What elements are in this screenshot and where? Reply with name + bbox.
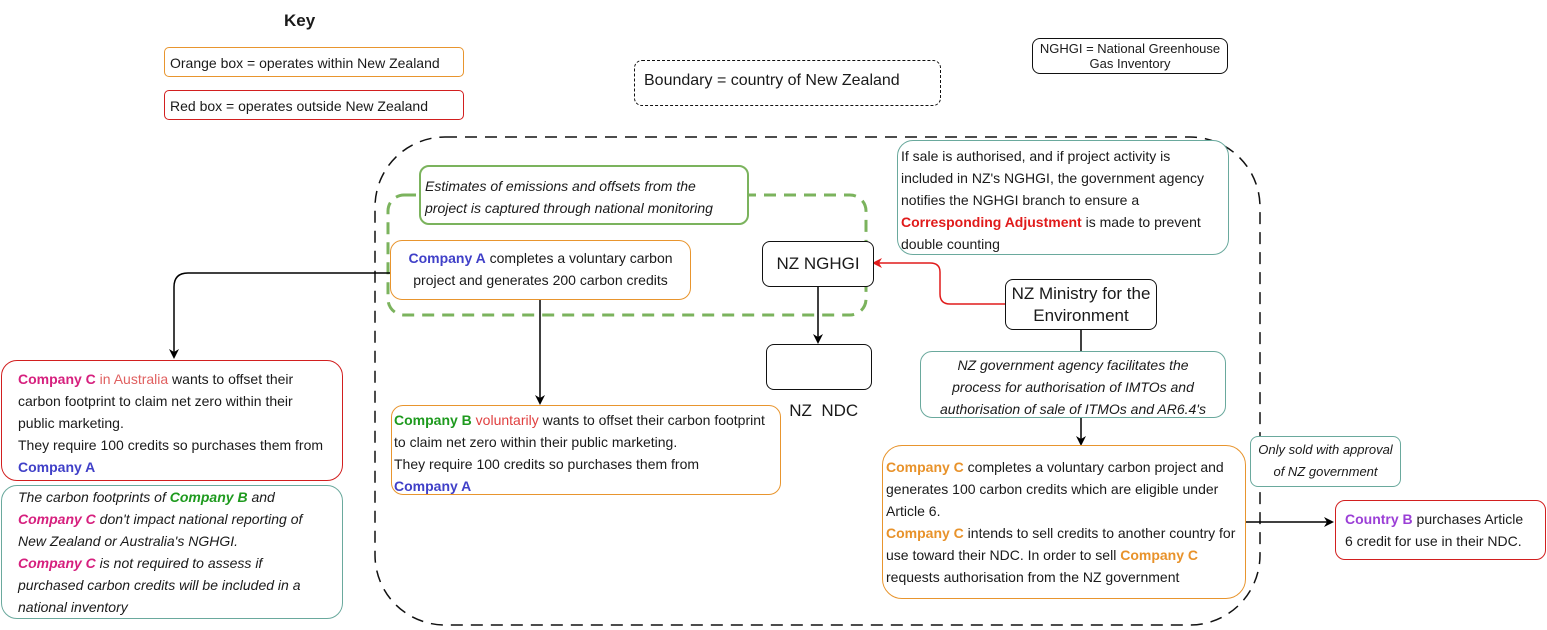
- agency-line2: process for authorisation of IMTOs and: [952, 379, 1194, 395]
- company-a-box: Company A completes a voluntary carbon p…: [390, 240, 691, 300]
- approval-line1: Only sold with approval: [1258, 442, 1393, 457]
- key-nghgi-line2: Gas Inventory: [1089, 56, 1171, 71]
- key-boundary-box: Boundary = country of New Zealand: [634, 60, 941, 106]
- company-c-aus-name: Company C: [18, 371, 96, 387]
- corresponding-adjustment-note: If sale is authorised, and if project ac…: [897, 140, 1229, 255]
- company-c-nz-box: Company C completes a voluntary carbon p…: [882, 445, 1246, 599]
- nz-ndc-box: NZ NDC: [766, 344, 872, 420]
- company-c-aus-location: in Australia: [95, 371, 169, 387]
- ca-text2: is made to prevent double counting: [901, 214, 1201, 252]
- country-b-box: Country B purchases Article 6 credit for…: [1335, 500, 1546, 560]
- company-c-nz-text3: requests authorisation from the NZ gover…: [886, 569, 1180, 585]
- company-c-nz-name1: Company C: [886, 459, 964, 475]
- company-c-aus-from: Company A: [18, 459, 96, 475]
- key-nghgi-line1: NGHGI = National Greenhouse: [1039, 41, 1221, 56]
- key-red-box: Red box = operates outside New Zealand: [164, 90, 464, 120]
- fp-t1: The carbon footprints of: [18, 489, 170, 505]
- company-b-text2: They require 100 credits so purchases th…: [394, 456, 700, 472]
- arrow-a-to-c-aus: [169, 272, 390, 359]
- company-c-nz-text2: intends to sell credits to another count…: [886, 525, 1236, 563]
- company-b-name: Company B: [394, 412, 472, 428]
- agency-note: NZ government agency facilitates the pro…: [920, 351, 1226, 418]
- monitoring-line2: project is captured through national mon…: [425, 200, 713, 216]
- company-c-aus-text1: wants to offset their carbon footprint t…: [18, 371, 294, 431]
- footprint-note: The carbon footprints of Company B and C…: [1, 485, 343, 619]
- fp-t3: don't impact national reporting of New Z…: [18, 511, 303, 549]
- arrow-ministry-to-nghgi: [872, 258, 1005, 305]
- agency-line1: NZ government agency facilitates the: [957, 357, 1189, 373]
- country-b-text1: purchases Article: [1412, 511, 1524, 527]
- company-b-text1: wants to offset their carbon footprint t…: [394, 412, 765, 450]
- company-c-aus-box: Company C in Australia wants to offset t…: [1, 360, 343, 481]
- company-a-text1: completes a voluntary carbon: [485, 250, 673, 266]
- approval-note: Only sold with approval of NZ government: [1250, 436, 1401, 487]
- company-c-aus-text2: They require 100 credits so purchases th…: [18, 437, 324, 453]
- fp-company-c-1: Company C: [18, 511, 96, 527]
- nz-nghgi-label: NZ NGHGI: [776, 254, 860, 273]
- fp-company-c-2: Company C: [18, 555, 96, 571]
- key-orange-box: Orange box = operates within New Zealand: [164, 47, 464, 77]
- fp-t2: and: [247, 489, 275, 505]
- company-c-nz-name2: Company C: [886, 525, 964, 541]
- country-b-name: Country B: [1345, 511, 1413, 527]
- agency-line3: authorisation of sale of ITMOs and AR6.4…: [940, 401, 1206, 417]
- ca-highlight: Corresponding Adjustment: [901, 214, 1082, 230]
- approval-line2: of NZ government: [1273, 464, 1378, 479]
- country-b-text2: 6 credit for use in their NDC.: [1345, 533, 1522, 549]
- company-a-text2: project and generates 200 carbon credits: [413, 272, 668, 288]
- nz-nghgi-box: NZ NGHGI: [762, 241, 874, 287]
- ministry-line2: Environment: [1033, 306, 1129, 325]
- fp-t4: is not required to assess if purchased c…: [18, 555, 301, 615]
- key-boundary-label: Boundary = country of New Zealand: [644, 72, 900, 89]
- company-c-nz-name3: Company C: [1120, 547, 1199, 563]
- company-b-box: Company B voluntarily wants to offset th…: [391, 405, 781, 495]
- ministry-box: NZ Ministry for the Environment: [1005, 279, 1157, 330]
- monitoring-note: Estimates of emissions and offsets from …: [419, 165, 749, 225]
- company-a-name: Company A: [408, 250, 486, 266]
- fp-company-b: Company B: [169, 489, 248, 505]
- ca-text1: If sale is authorised, and if project ac…: [901, 148, 1205, 208]
- monitoring-line1: Estimates of emissions and offsets from …: [425, 178, 696, 194]
- company-b-from: Company A: [394, 478, 472, 494]
- key-title: Key: [284, 11, 316, 30]
- company-c-nz-text1: completes a voluntary carbon project and…: [886, 459, 1224, 519]
- nz-ndc-label: NZ NDC: [789, 401, 859, 420]
- company-b-voluntarily: voluntarily: [471, 412, 539, 428]
- ministry-line1: NZ Ministry for the: [1011, 284, 1151, 303]
- key-nghgi-box: NGHGI = National Greenhouse Gas Inventor…: [1032, 38, 1228, 74]
- nz-boundary: [374, 136, 1261, 626]
